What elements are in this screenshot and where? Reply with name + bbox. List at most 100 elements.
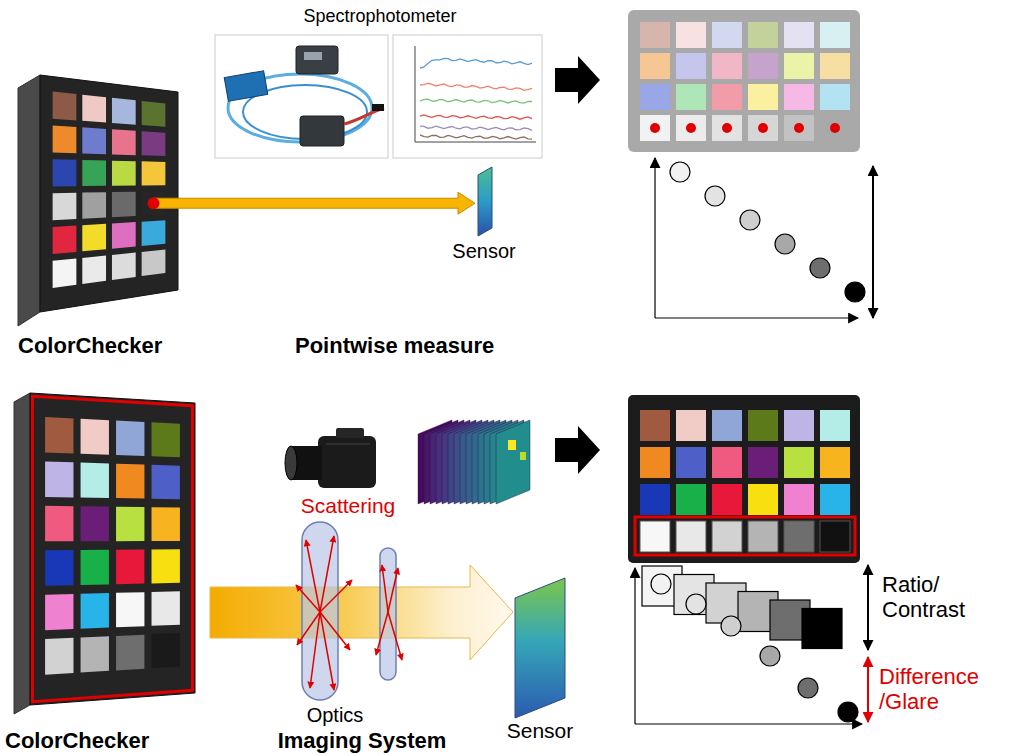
- result-arrow: [555, 426, 600, 474]
- spectrometer-unit: [296, 46, 338, 74]
- device-plate: [304, 52, 322, 60]
- color-patch: [112, 98, 136, 125]
- spectrum-plot: [393, 35, 542, 158]
- board-front: [30, 393, 195, 705]
- scatter-ray: [310, 612, 320, 688]
- colorchecker-board: [14, 393, 195, 714]
- color-patch: [152, 633, 180, 668]
- color-patch: [640, 521, 670, 552]
- board-front: [40, 75, 178, 312]
- measurement-dot: [810, 258, 830, 278]
- axis: [634, 568, 635, 724]
- color-patch: [81, 636, 109, 672]
- measure-point: [830, 123, 840, 133]
- color-patch: [712, 84, 742, 110]
- spectrum-curve: [420, 126, 532, 130]
- color-patch: [82, 95, 106, 123]
- scatter-ray: [320, 612, 334, 690]
- color-patch: [676, 115, 706, 141]
- pointwise-plot: [655, 158, 873, 318]
- color-patch: [676, 84, 706, 110]
- color-patch: [82, 256, 106, 284]
- scatter-ray: [388, 568, 398, 612]
- color-patch: [820, 410, 850, 441]
- color-patch: [81, 550, 109, 585]
- color-patch: [712, 447, 742, 478]
- sensor-panel: [515, 578, 565, 718]
- measure-point: [722, 123, 732, 133]
- chart-frame: [628, 10, 860, 152]
- color-patch: [820, 53, 850, 79]
- color-patch: [142, 220, 166, 246]
- camera-body: [318, 436, 376, 488]
- patch-square: [802, 609, 842, 649]
- measurement-dot: [705, 186, 725, 206]
- color-patch: [676, 53, 706, 79]
- color-patch: [45, 417, 73, 454]
- color-patch: [676, 447, 706, 478]
- color-patch: [820, 484, 850, 515]
- label: Optics: [307, 704, 364, 727]
- label: Ratio/ Contrast: [882, 572, 1002, 623]
- color-patch: [116, 464, 144, 499]
- measure-point: [794, 123, 804, 133]
- color-patch: [152, 549, 180, 583]
- measurement-dot: [775, 234, 795, 254]
- light-source: [224, 71, 268, 102]
- color-patch: [820, 115, 850, 141]
- lens-front: [285, 446, 297, 480]
- scatter-ray: [382, 565, 388, 612]
- color-patch: [640, 53, 670, 79]
- label: ColorChecker: [18, 333, 162, 358]
- label: ColorChecker: [5, 728, 149, 753]
- color-patch: [112, 129, 136, 155]
- color-patch: [82, 224, 106, 252]
- imaging-plot: [635, 565, 868, 724]
- color-patch: [820, 22, 850, 48]
- color-patch: [784, 484, 814, 515]
- camera-top: [336, 428, 364, 438]
- hyperspectral-cube: [418, 420, 530, 504]
- board-side: [18, 75, 40, 326]
- probe-tip: [372, 104, 384, 111]
- color-patch: [112, 253, 136, 281]
- color-patch: [640, 410, 670, 441]
- color-patch: [748, 484, 778, 515]
- color-patch: [81, 419, 109, 455]
- color-patch: [784, 410, 814, 441]
- spectrophotometer-photo: [215, 35, 388, 158]
- measure-point: [650, 123, 660, 133]
- measurement-dot: [760, 646, 780, 666]
- color-patch: [142, 131, 166, 156]
- color-patch: [748, 115, 778, 141]
- measurement-dot: [651, 574, 671, 594]
- board-side: [14, 393, 30, 714]
- probe-unit: [300, 116, 344, 146]
- measure-point: [148, 197, 160, 209]
- color-patch: [53, 92, 77, 121]
- scatter-ray: [320, 580, 352, 612]
- light-beam-arrow: [154, 192, 475, 214]
- color-patch: [676, 410, 706, 441]
- color-patch: [640, 447, 670, 478]
- color-patch: [53, 193, 77, 221]
- color-patch: [748, 84, 778, 110]
- color-patch: [81, 463, 109, 498]
- color-patch: [784, 53, 814, 79]
- color-patch: [82, 192, 106, 219]
- color-patch: [116, 421, 144, 456]
- pointwise-illustration: [18, 10, 873, 326]
- color-patch: [640, 84, 670, 110]
- color-patch: [53, 159, 77, 186]
- spectrum-curve: [420, 99, 532, 103]
- color-patch: [640, 484, 670, 515]
- range-arrow: [872, 166, 874, 318]
- ratio-arrow: [867, 565, 869, 650]
- camera-icon: [285, 428, 376, 488]
- highlight-outline: [32, 396, 192, 701]
- plot-frame: [393, 35, 542, 158]
- measurement-dot: [798, 678, 818, 698]
- imaged-chart: [628, 395, 860, 563]
- color-patch: [676, 484, 706, 515]
